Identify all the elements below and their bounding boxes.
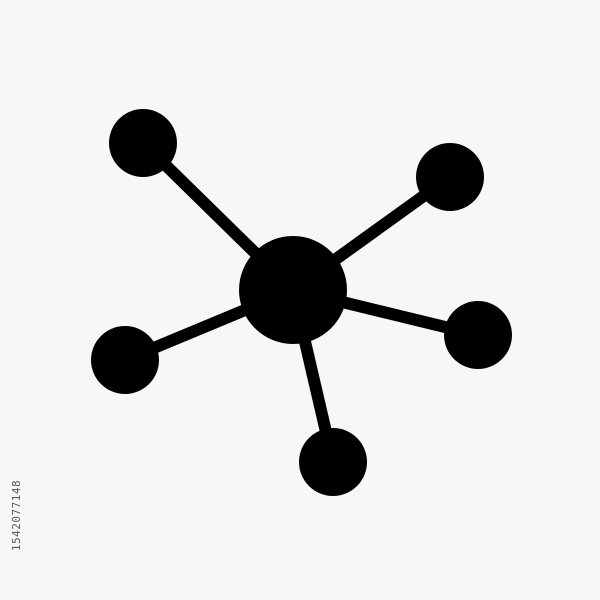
stock-id-label: 1542077148 <box>10 470 24 560</box>
node-right <box>444 301 512 369</box>
node-top-right <box>416 143 484 211</box>
node-top-left <box>109 109 177 177</box>
stock-id-text: 1542077148 <box>10 479 24 551</box>
hub-node <box>239 236 347 344</box>
node-bottom <box>299 428 367 496</box>
node-left <box>91 326 159 394</box>
